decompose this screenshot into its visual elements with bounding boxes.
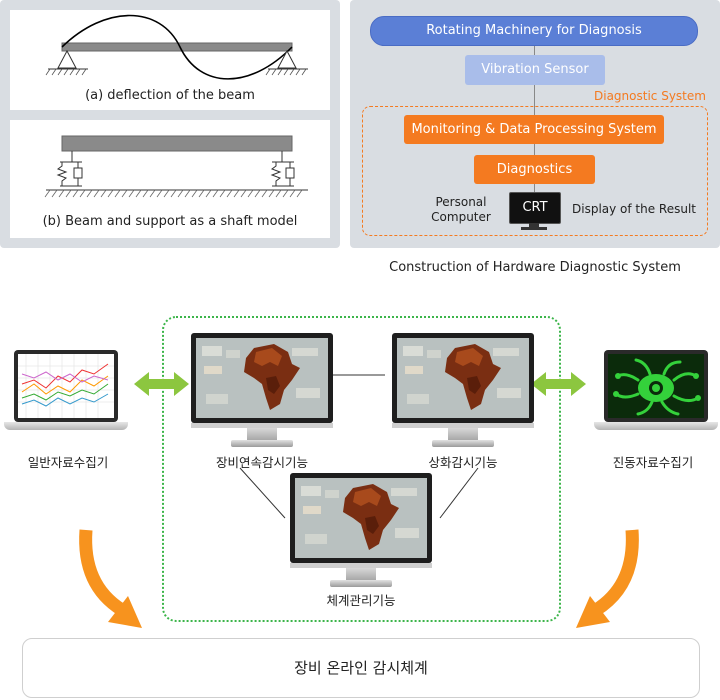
- left-damper: [73, 167, 83, 179]
- deflection-curve: [61, 14, 293, 80]
- right-damper: [285, 167, 295, 179]
- shaft-model-card: (b) Beam and support as a shaft model: [10, 120, 330, 238]
- right-laptop: [594, 350, 718, 436]
- display-result-label: Display of the Result: [572, 202, 697, 216]
- vibration-sensor-box: Vibration Sensor: [465, 55, 605, 85]
- diagnostic-system-boundary: [362, 106, 708, 236]
- map-screen-3: [295, 478, 427, 558]
- personal-computer-label: Personal Computer: [431, 195, 491, 224]
- map-screen-1: [196, 338, 328, 418]
- hardware-caption: Construction of Hardware Diagnostic Syst…: [389, 260, 681, 275]
- caption-a: (a) deflection of the beam: [85, 88, 255, 103]
- diagnostic-system-label: Diagnostic System: [594, 89, 706, 103]
- monitoring-box: Monitoring & Data Processing System: [404, 115, 664, 144]
- shaft-beam: [61, 135, 293, 152]
- monitor-2-label: 상화감시기능: [428, 455, 498, 470]
- line-chart-screen: [18, 354, 114, 418]
- left-spring: [56, 162, 68, 186]
- crt-monitor: CRT: [509, 192, 561, 232]
- shaft-model-diagram: [44, 135, 308, 198]
- caption-b: (b) Beam and support as a shaft model: [42, 214, 298, 229]
- online-monitoring-box: 장비 온라인 감시체계: [22, 638, 700, 698]
- core-system-boundary: [162, 316, 561, 622]
- right-spring: [270, 162, 282, 186]
- left-orange-arrow: [79, 529, 142, 628]
- right-laptop-label: 진동자료수집기: [612, 455, 694, 470]
- monitor-1-label: 장비연속감시기능: [215, 455, 308, 470]
- rotating-machinery-pill: Rotating Machinery for Diagnosis: [370, 16, 698, 46]
- diagnostics-box: Diagnostics: [474, 155, 595, 184]
- right-orange-arrow: [576, 529, 639, 628]
- beam-deflection-card: (a) deflection of the beam: [10, 10, 330, 110]
- left-support: [57, 49, 77, 69]
- monitor-2: [392, 333, 534, 449]
- beam-deflection-diagram: [45, 14, 308, 80]
- crt-label: CRT: [509, 192, 561, 224]
- beam: [61, 42, 293, 52]
- left-laptop: [4, 350, 128, 436]
- monitor-3-label: 체계관리기능: [326, 593, 396, 608]
- monitor-3: [290, 473, 432, 589]
- right-support: [277, 49, 297, 69]
- vibration-pattern-screen: [613, 358, 701, 416]
- left-laptop-label: 일반자료수집기: [27, 455, 109, 470]
- map-screen-2: [397, 338, 529, 418]
- monitor-1: [191, 333, 333, 449]
